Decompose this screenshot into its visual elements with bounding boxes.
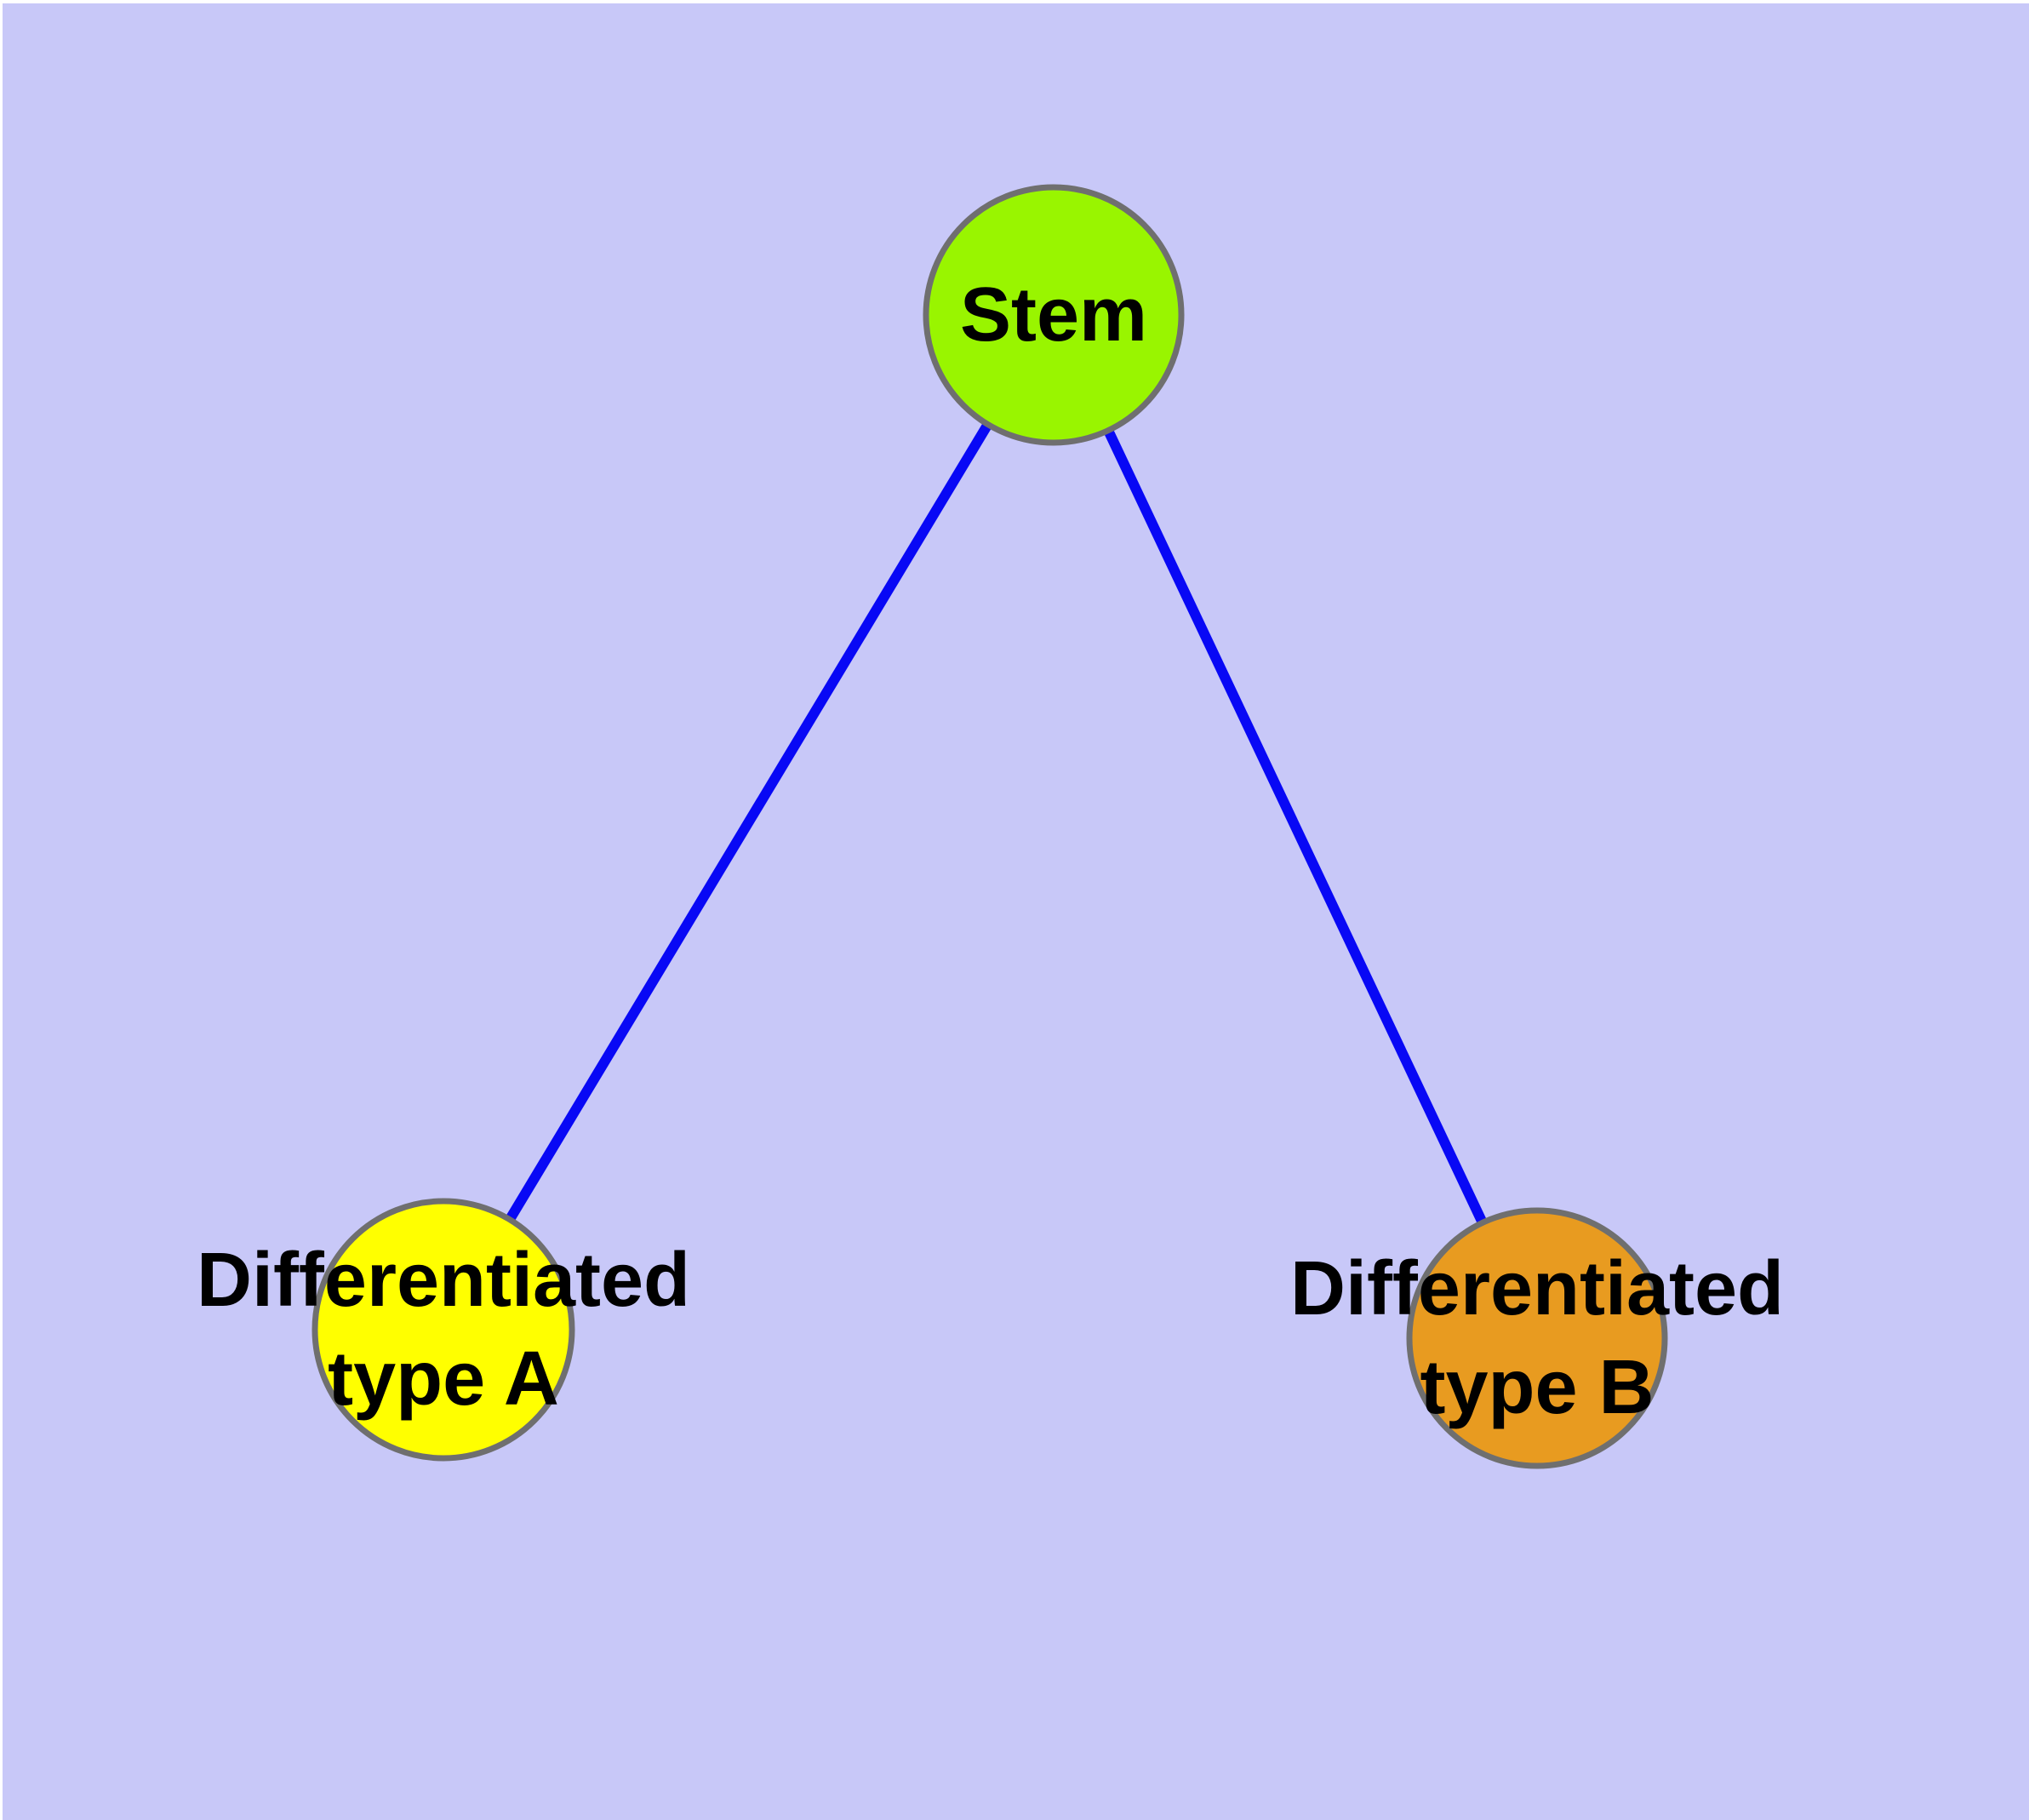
node-diff-a-label-line-1: Differentiated bbox=[197, 1238, 690, 1323]
edge-stem-to-diff-a bbox=[438, 312, 1059, 1333]
node-diff-b-label-line-1: Differentiated bbox=[1290, 1246, 1784, 1331]
node-diff-b-circle bbox=[1406, 1207, 1668, 1469]
node-diff-a-circle bbox=[311, 1198, 575, 1462]
node-stem-circle bbox=[923, 184, 1185, 446]
edge-stem-to-diff-b bbox=[1049, 312, 1542, 1341]
node-diff-b-label-line-2: type B bbox=[1420, 1345, 1654, 1430]
node-diff-a-label-line-2: type A bbox=[328, 1336, 559, 1422]
node-stem-label-line-1: Stem bbox=[960, 272, 1147, 358]
